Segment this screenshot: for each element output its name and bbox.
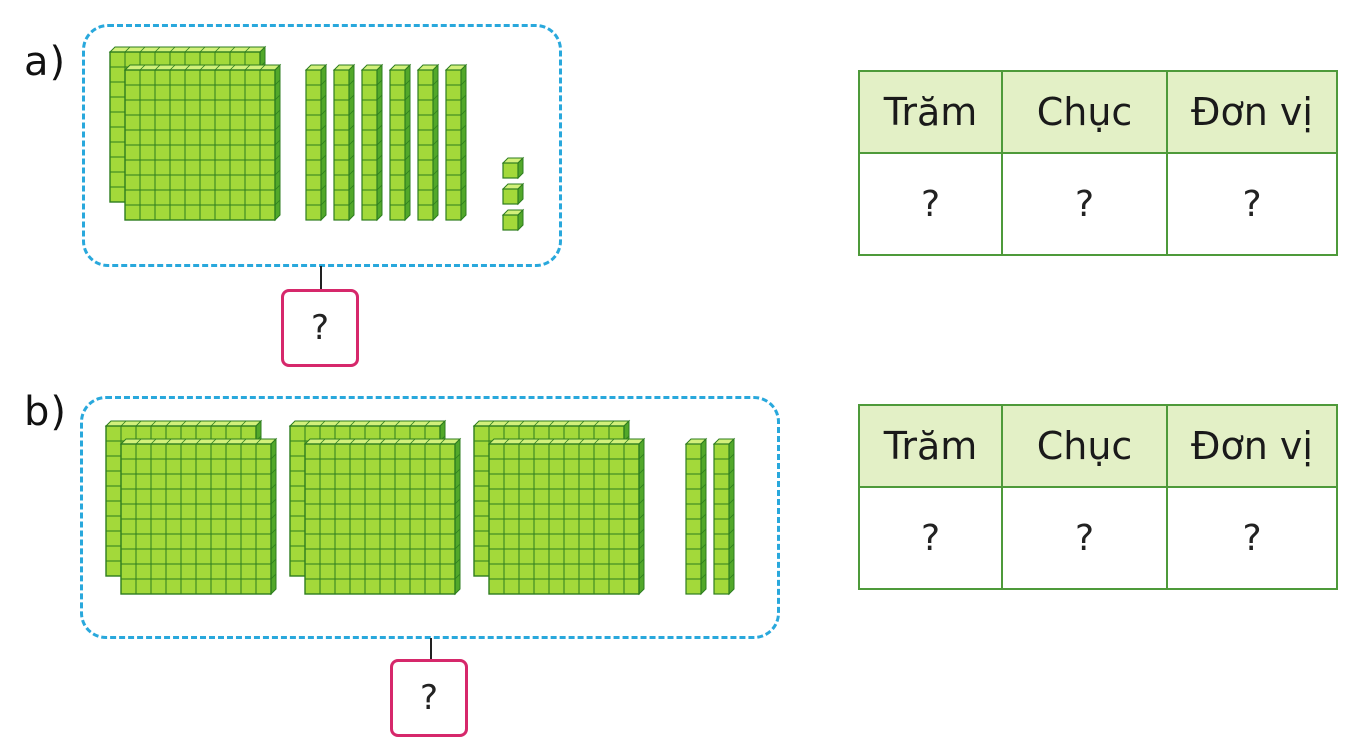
- part-b-label: b): [24, 389, 67, 435]
- cell-tens[interactable]: ?: [1001, 152, 1168, 256]
- unit-cube: [501, 208, 525, 232]
- cell-ones[interactable]: ?: [1166, 152, 1338, 256]
- part-a-connector: [320, 266, 322, 290]
- part-b-answer-box[interactable]: ?: [390, 659, 468, 737]
- cell-hundreds[interactable]: ?: [858, 486, 1003, 590]
- part-a-place-value-table: Trăm Chục Đơn vị ? ? ?: [858, 70, 1338, 256]
- part-a-label: a): [24, 39, 67, 85]
- table-header-row: Trăm Chục Đơn vị: [858, 404, 1338, 488]
- tens-rod: [388, 63, 412, 222]
- part-a-answer-box[interactable]: ?: [281, 289, 359, 367]
- table-value-row: ? ? ?: [858, 486, 1338, 590]
- hundreds-flat-front: [119, 437, 278, 596]
- unit-cube: [501, 182, 525, 206]
- tens-rod: [712, 437, 736, 596]
- tens-rod: [684, 437, 708, 596]
- table-value-row: ? ? ?: [858, 152, 1338, 256]
- header-ones: Đơn vị: [1166, 70, 1338, 154]
- tens-rod: [304, 63, 328, 222]
- tens-rod: [332, 63, 356, 222]
- cell-ones[interactable]: ?: [1166, 486, 1338, 590]
- header-hundreds: Trăm: [858, 404, 1003, 488]
- cell-tens[interactable]: ?: [1001, 486, 1168, 590]
- unit-cube: [501, 156, 525, 180]
- header-tens: Chục: [1001, 70, 1168, 154]
- table-header-row: Trăm Chục Đơn vị: [858, 70, 1338, 154]
- header-ones: Đơn vị: [1166, 404, 1338, 488]
- part-b-place-value-table: Trăm Chục Đơn vị ? ? ?: [858, 404, 1338, 590]
- part-b-blocks-frame: [80, 396, 780, 639]
- hundreds-flat-front: [487, 437, 646, 596]
- part-a-blocks-frame: [82, 24, 562, 267]
- header-tens: Chục: [1001, 404, 1168, 488]
- tens-rod: [444, 63, 468, 222]
- hundreds-flat-front: [303, 437, 462, 596]
- tens-rod: [416, 63, 440, 222]
- hundreds-flat-front: [123, 63, 282, 222]
- tens-rod: [360, 63, 384, 222]
- part-b-connector: [430, 638, 432, 660]
- cell-hundreds[interactable]: ?: [858, 152, 1003, 256]
- header-hundreds: Trăm: [858, 70, 1003, 154]
